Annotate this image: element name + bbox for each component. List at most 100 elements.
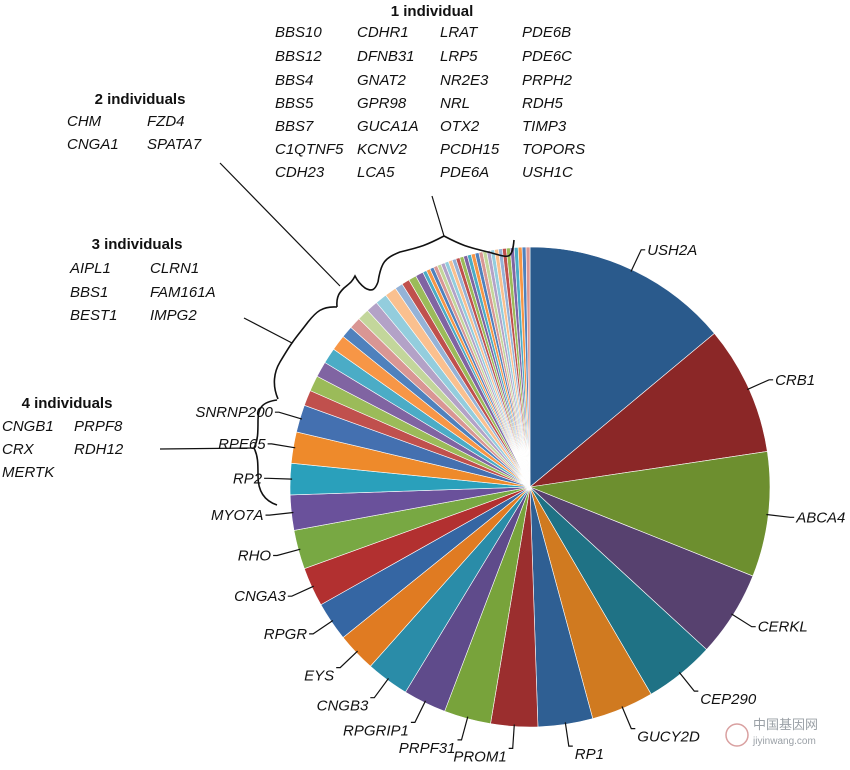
group-brackets xyxy=(159,162,515,506)
watermark-sub: jiyinwang.com xyxy=(752,736,816,747)
gene-label: KCNV2 xyxy=(357,141,408,158)
gene-label: NRL xyxy=(440,95,470,112)
gene-label: CNGB1 xyxy=(2,418,54,435)
gene-label: BEST1 xyxy=(70,307,118,324)
gene-label: FZD4 xyxy=(147,113,185,130)
slice-label-rp1: RP1 xyxy=(575,746,604,763)
group-heading: 3 individuals xyxy=(92,236,183,253)
slice-label-rho: RHO xyxy=(238,548,272,565)
slice-label-prom1: PROM1 xyxy=(453,748,506,765)
gene-label: PDE6C xyxy=(522,48,572,65)
gene-label: FAM161A xyxy=(150,284,216,301)
slice-label-crb1: CRB1 xyxy=(775,372,815,389)
slice-label-cep290: CEP290 xyxy=(700,691,757,708)
slice-label-ush2a: USH2A xyxy=(647,242,697,259)
gene-label: CLRN1 xyxy=(150,260,199,277)
brace-2-individuals xyxy=(336,274,379,308)
gene-label: DFNB31 xyxy=(357,48,415,65)
gene-label: CHM xyxy=(67,113,102,130)
gene-label: GNAT2 xyxy=(357,72,407,89)
slice-label-rpe65: RPE65 xyxy=(218,436,266,453)
leader-cep290 xyxy=(678,672,699,692)
leader-abca4 xyxy=(766,513,795,518)
gene-label: GPR98 xyxy=(357,95,407,112)
gene-label: IMPG2 xyxy=(150,307,197,324)
gene-label: MERTK xyxy=(2,464,55,481)
gene-label: LCA5 xyxy=(357,164,395,181)
leader-eys xyxy=(336,650,359,669)
gene-label: BBS10 xyxy=(275,24,322,41)
gene-label: OTX2 xyxy=(440,118,480,135)
slice-label-rpgr: RPGR xyxy=(264,626,308,643)
leader-cngb3 xyxy=(370,678,389,699)
gene-label: PDE6B xyxy=(522,24,571,41)
leader-rp2 xyxy=(264,477,293,480)
gene-label: PCDH15 xyxy=(440,141,500,158)
gene-label: BBS5 xyxy=(275,95,314,112)
leader-rpgr xyxy=(309,620,334,635)
gene-label: TOPORS xyxy=(522,141,585,158)
slice-label-rp2: RP2 xyxy=(233,470,263,487)
leader-rho xyxy=(273,548,301,557)
gene-label: LRAT xyxy=(440,24,479,41)
slice-label-cngb3: CNGB3 xyxy=(317,698,369,715)
gene-label: PRPF8 xyxy=(74,418,123,435)
gene-label: RDH12 xyxy=(74,441,124,458)
leader-1-individual xyxy=(431,195,445,237)
watermark-logo-icon xyxy=(725,723,749,747)
gene-label: PRPH2 xyxy=(522,72,573,89)
pie-slices xyxy=(289,246,771,728)
gene-label: USH1C xyxy=(522,164,573,181)
gene-label: BBS1 xyxy=(70,284,108,301)
gene-label: C1QTNF5 xyxy=(275,141,344,158)
slice-label-myo7a: MYO7A xyxy=(211,507,264,524)
leader-ush2a xyxy=(630,249,646,272)
gene-label: LRP5 xyxy=(440,48,478,65)
group-heading: 2 individuals xyxy=(95,91,186,108)
leader-3-individuals xyxy=(243,317,293,344)
leader-gucy2d xyxy=(621,706,636,730)
slice-label-cnga3: CNGA3 xyxy=(234,588,286,605)
group-heading: 4 individuals xyxy=(22,395,113,412)
gene-label: CDH23 xyxy=(275,164,325,181)
pie-slice-ush1c xyxy=(525,246,531,488)
leader-prom1 xyxy=(508,724,515,750)
gene-label: SPATA7 xyxy=(147,136,202,153)
gene-label: TIMP3 xyxy=(522,118,567,135)
leader-snrnp200 xyxy=(274,411,303,420)
slice-label-snrnp200: SNRNP200 xyxy=(195,404,273,421)
leader-4-individuals xyxy=(159,447,255,450)
group-4-individuals: 4 individuals CNGB1 PRPF8 CRX RDH12 MERT… xyxy=(2,395,124,481)
leader-cnga3 xyxy=(287,585,314,597)
group-3-individuals: 3 individuals AIPL1 CLRN1 BBS1 FAM161A B… xyxy=(69,236,216,324)
slice-label-eys: EYS xyxy=(304,668,334,685)
slice-label-cerkl: CERKL xyxy=(758,619,808,636)
group-2-individuals: 2 individuals CHM FZD4 CNGA1 SPATA7 xyxy=(67,91,202,153)
slice-label-gucy2d: GUCY2D xyxy=(637,729,700,746)
leader-rp1 xyxy=(564,722,573,747)
gene-label: NR2E3 xyxy=(440,72,489,89)
gene-label: PDE6A xyxy=(440,164,489,181)
gene-label: GUCA1A xyxy=(357,118,419,135)
leader-cerkl xyxy=(731,613,756,628)
group-heading: 1 individual xyxy=(391,3,474,20)
gene-label: BBS4 xyxy=(275,72,313,89)
group-1-individual: 1 individual BBS10 CDHR1 LRAT PDE6B BBS1… xyxy=(275,3,585,181)
slice-label-abca4: ABCA4 xyxy=(795,509,845,526)
gene-label: CDHR1 xyxy=(357,24,409,41)
gene-label: RDH5 xyxy=(522,95,563,112)
gene-label: BBS7 xyxy=(275,118,314,135)
watermark-text: 中国基因网 xyxy=(753,717,818,732)
leader-crb1 xyxy=(746,379,774,391)
gene-label: CRX xyxy=(2,441,35,458)
gene-label: BBS12 xyxy=(275,48,322,65)
leader-myo7a xyxy=(265,511,294,516)
leader-rpe65 xyxy=(267,443,296,449)
leader-2-individuals xyxy=(219,162,341,287)
watermark: 中国基因网 jiyinwang.com xyxy=(725,717,818,747)
slice-label-prpf31: PRPF31 xyxy=(399,740,456,757)
leader-prpf31 xyxy=(457,716,469,741)
gene-label: CNGA1 xyxy=(67,136,119,153)
